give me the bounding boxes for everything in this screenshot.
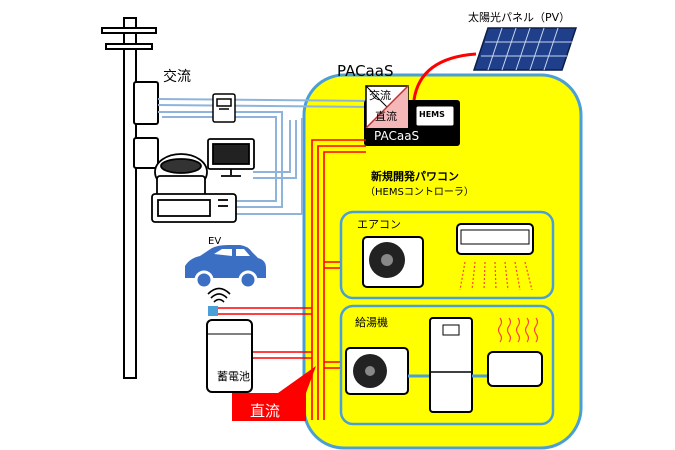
power-conditioner-label: 新規開発パワコン: [371, 170, 459, 183]
converter-dc-label: 直流: [375, 110, 397, 123]
solar-panel-icon: [472, 27, 578, 71]
pacaas-device-label: PACaaS: [374, 129, 420, 143]
hems-controller-label: （HEMSコントローラ）: [365, 187, 474, 198]
ev-label: EV: [208, 236, 222, 247]
home-appliances-icon: [151, 138, 255, 223]
dc-callout-pointer: [278, 366, 316, 393]
converter-ac-label: 交流: [369, 89, 391, 102]
indoor-aircon-icon: [456, 223, 534, 291]
outdoor-unit-icon: [362, 236, 424, 288]
heat-pump-unit-icon: [345, 347, 409, 395]
pv-connection-line: [412, 52, 477, 101]
hot-water-tank-icon: [429, 317, 473, 413]
battery-icon: [206, 319, 253, 393]
dc-wiring: [213, 139, 366, 420]
hems-box: [415, 105, 455, 127]
battery-label: 蓄電池: [217, 370, 250, 383]
pv-panel-label: 太陽光パネル（PV）: [468, 11, 571, 24]
hems-label: HEMS: [419, 110, 445, 119]
bathtub-icon: [487, 317, 543, 387]
water-heater-label: 給湯機: [355, 316, 388, 329]
dc-callout-label: 直流: [250, 402, 281, 420]
ev-car-icon: [185, 245, 266, 290]
ev-charger-plug: [208, 306, 218, 316]
utility-pole-icon: [101, 17, 159, 379]
air-conditioner-label: エアコン: [357, 218, 401, 231]
wireless-icon: [207, 287, 231, 303]
meter-icon: [212, 93, 236, 123]
pacaas-area-label: PACaaS: [337, 62, 394, 80]
dc-callout: [232, 393, 306, 421]
ac-grid-label: 交流: [163, 69, 191, 85]
